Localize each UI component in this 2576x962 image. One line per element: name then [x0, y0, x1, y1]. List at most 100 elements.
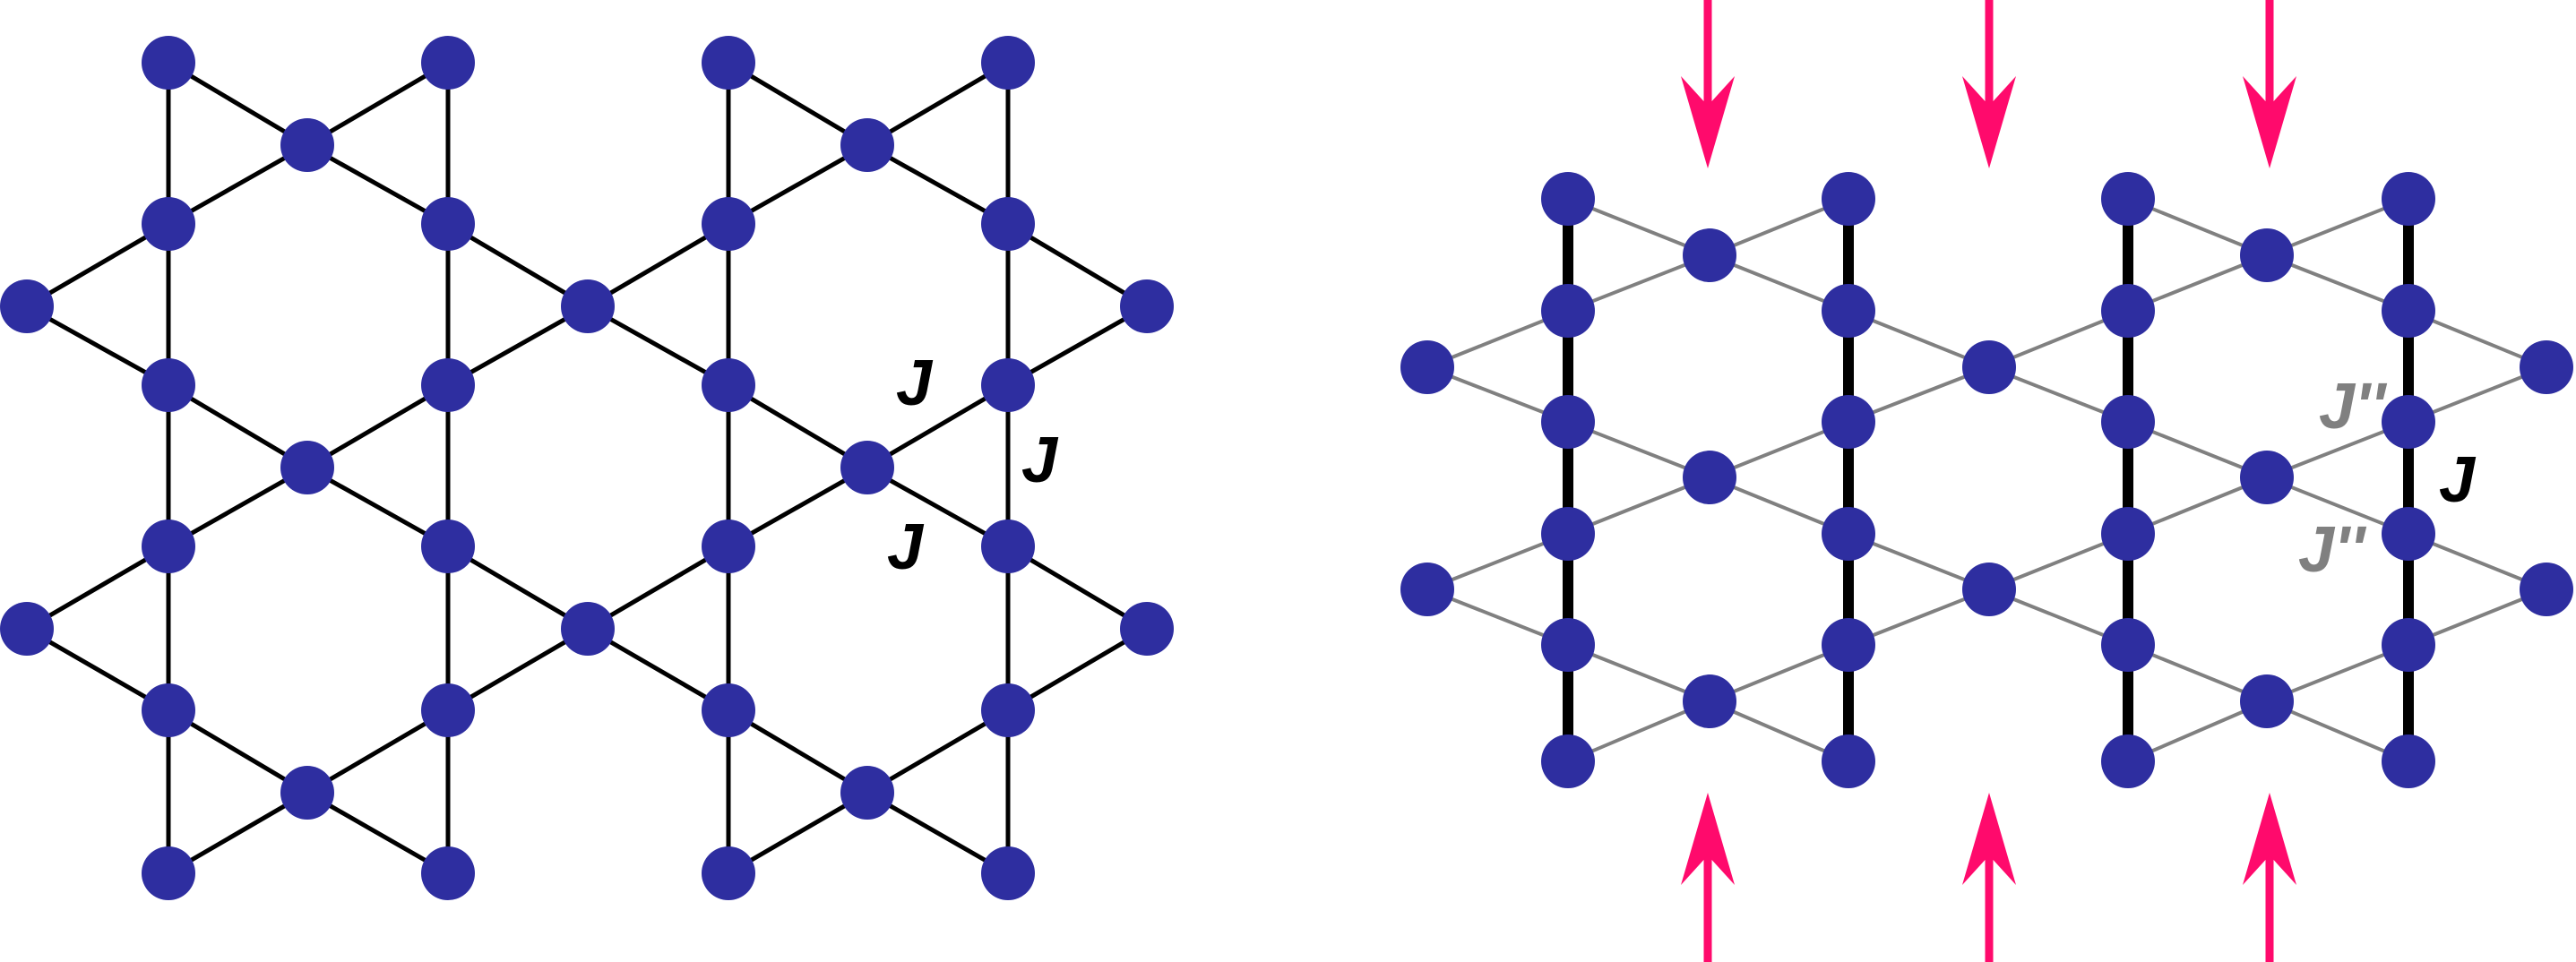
lattice-site [2520, 563, 2573, 616]
lattice-site [702, 846, 755, 900]
lattice-site [1541, 172, 1595, 226]
lattice-site [1822, 734, 1875, 788]
lattice-site [2101, 172, 2155, 226]
lattice-site [280, 766, 334, 820]
lattice-site [421, 197, 475, 251]
lattice-site [2240, 228, 2294, 282]
lattice-site [1400, 340, 1454, 394]
lattice-site [1400, 563, 1454, 616]
bond-J [166, 60, 310, 148]
arrow-down-head [1962, 76, 2016, 168]
left-panel-sites [0, 36, 1174, 900]
lattice-site [421, 520, 475, 573]
bond-J [865, 708, 1011, 795]
lattice-site [421, 358, 475, 412]
bond-J [1005, 221, 1150, 309]
arrow-up-head [2243, 793, 2296, 885]
lattice-site [2101, 734, 2155, 788]
bond-J [726, 60, 870, 148]
bond-J [445, 626, 590, 713]
lattice-site [1822, 395, 1875, 449]
lattice-site [981, 683, 1035, 737]
lattice-site [2101, 507, 2155, 561]
lattice-site [1120, 602, 1174, 656]
bond-J [24, 304, 171, 388]
left-coupling-label-1: J [896, 348, 934, 419]
lattice-site [840, 441, 894, 494]
lattice-site [2382, 395, 2435, 449]
bond-J [585, 221, 731, 309]
lattice-site [840, 118, 894, 172]
lattice-site [1962, 340, 2016, 394]
lattice-site [421, 36, 475, 90]
lattice-site [1120, 279, 1174, 333]
bond-J [24, 544, 171, 631]
lattice-site [0, 279, 54, 333]
lattice-site [702, 520, 755, 573]
bond-J [585, 544, 731, 631]
bond-J [445, 544, 590, 631]
lattice-site [2240, 674, 2294, 728]
lattice-site [421, 846, 475, 900]
lattice-site [1541, 395, 1595, 449]
lattice-site [2101, 618, 2155, 672]
lattice-site [2382, 284, 2435, 338]
left-coupling-label-3: J [887, 511, 925, 583]
lattice-site [561, 279, 615, 333]
lattice-site [142, 358, 195, 412]
left-coupling-label-2: J [1021, 425, 1059, 496]
lattice-site [981, 197, 1035, 251]
lattice-site [142, 36, 195, 90]
right-panel-bonds [1426, 197, 2548, 763]
bond-J [305, 60, 451, 148]
lattice-site [840, 766, 894, 820]
right-coupling-label-jpp-2: J'' [2298, 514, 2367, 586]
lattice-site [2240, 451, 2294, 504]
bond-J [865, 382, 1011, 470]
lattice-site [1683, 674, 1736, 728]
right-coupling-label-j: J [2439, 444, 2477, 516]
lattice-site [561, 602, 615, 656]
lattice-site [1822, 507, 1875, 561]
lattice-site [981, 36, 1035, 90]
bond-J [726, 382, 870, 470]
lattice-site [981, 520, 1035, 573]
lattice-site [2382, 507, 2435, 561]
bond-J [166, 382, 310, 470]
bond-J [305, 790, 451, 876]
lattice-site [1822, 618, 1875, 672]
lattice-site [421, 683, 475, 737]
lattice-site [702, 36, 755, 90]
lattice-site [1541, 618, 1595, 672]
bond-J [24, 626, 171, 713]
lattice-site [2520, 340, 2573, 394]
bond-J [1005, 544, 1150, 631]
bond-J [305, 708, 451, 795]
arrow-up-head [1962, 793, 2016, 885]
lattice-site [2382, 734, 2435, 788]
lattice-site [142, 197, 195, 251]
lattice-site [702, 358, 755, 412]
bond-J [865, 60, 1011, 148]
lattice-site [1541, 507, 1595, 561]
lattice-site [280, 441, 334, 494]
lattice-site [1541, 284, 1595, 338]
lattice-site [142, 683, 195, 737]
lattice-site [702, 683, 755, 737]
lattice-site [280, 118, 334, 172]
bond-J [585, 626, 731, 713]
right-panel-sites [1400, 172, 2573, 788]
lattice-site [2101, 395, 2155, 449]
lattice-site [1683, 228, 1736, 282]
compression-arrows [1681, 0, 2296, 962]
right-coupling-label-jpp-1: J'' [2319, 371, 2388, 442]
bond-J [305, 382, 451, 470]
lattice-site [1683, 451, 1736, 504]
arrow-up-head [1681, 793, 1735, 885]
lattice-site [142, 520, 195, 573]
arrow-down-head [2243, 76, 2296, 168]
lattice-site [2382, 172, 2435, 226]
lattice-site [981, 846, 1035, 900]
lattice-site [1962, 563, 2016, 616]
